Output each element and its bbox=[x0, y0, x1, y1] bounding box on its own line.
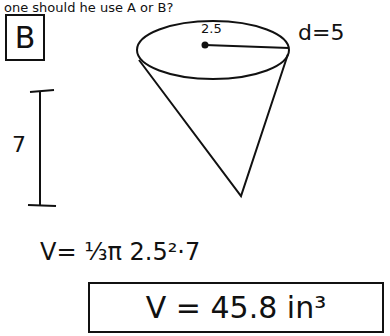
diameter-label: d=5 bbox=[298, 20, 344, 45]
question-text: one should he use A or B? bbox=[4, 0, 173, 15]
height-label: 7 bbox=[12, 132, 26, 157]
volume-formula: V= ⅓π 2.5²·7 bbox=[40, 238, 200, 266]
boxed-text: B bbox=[15, 20, 36, 55]
cone-outline bbox=[135, 18, 295, 200]
cone-figure: 2.5 bbox=[135, 18, 295, 200]
radius-label: 2.5 bbox=[201, 21, 222, 36]
result-box: V = 45.8 in³ bbox=[88, 282, 384, 333]
boxed-text: V = 45.8 in³ bbox=[146, 290, 326, 325]
answer-box: B bbox=[5, 14, 45, 61]
